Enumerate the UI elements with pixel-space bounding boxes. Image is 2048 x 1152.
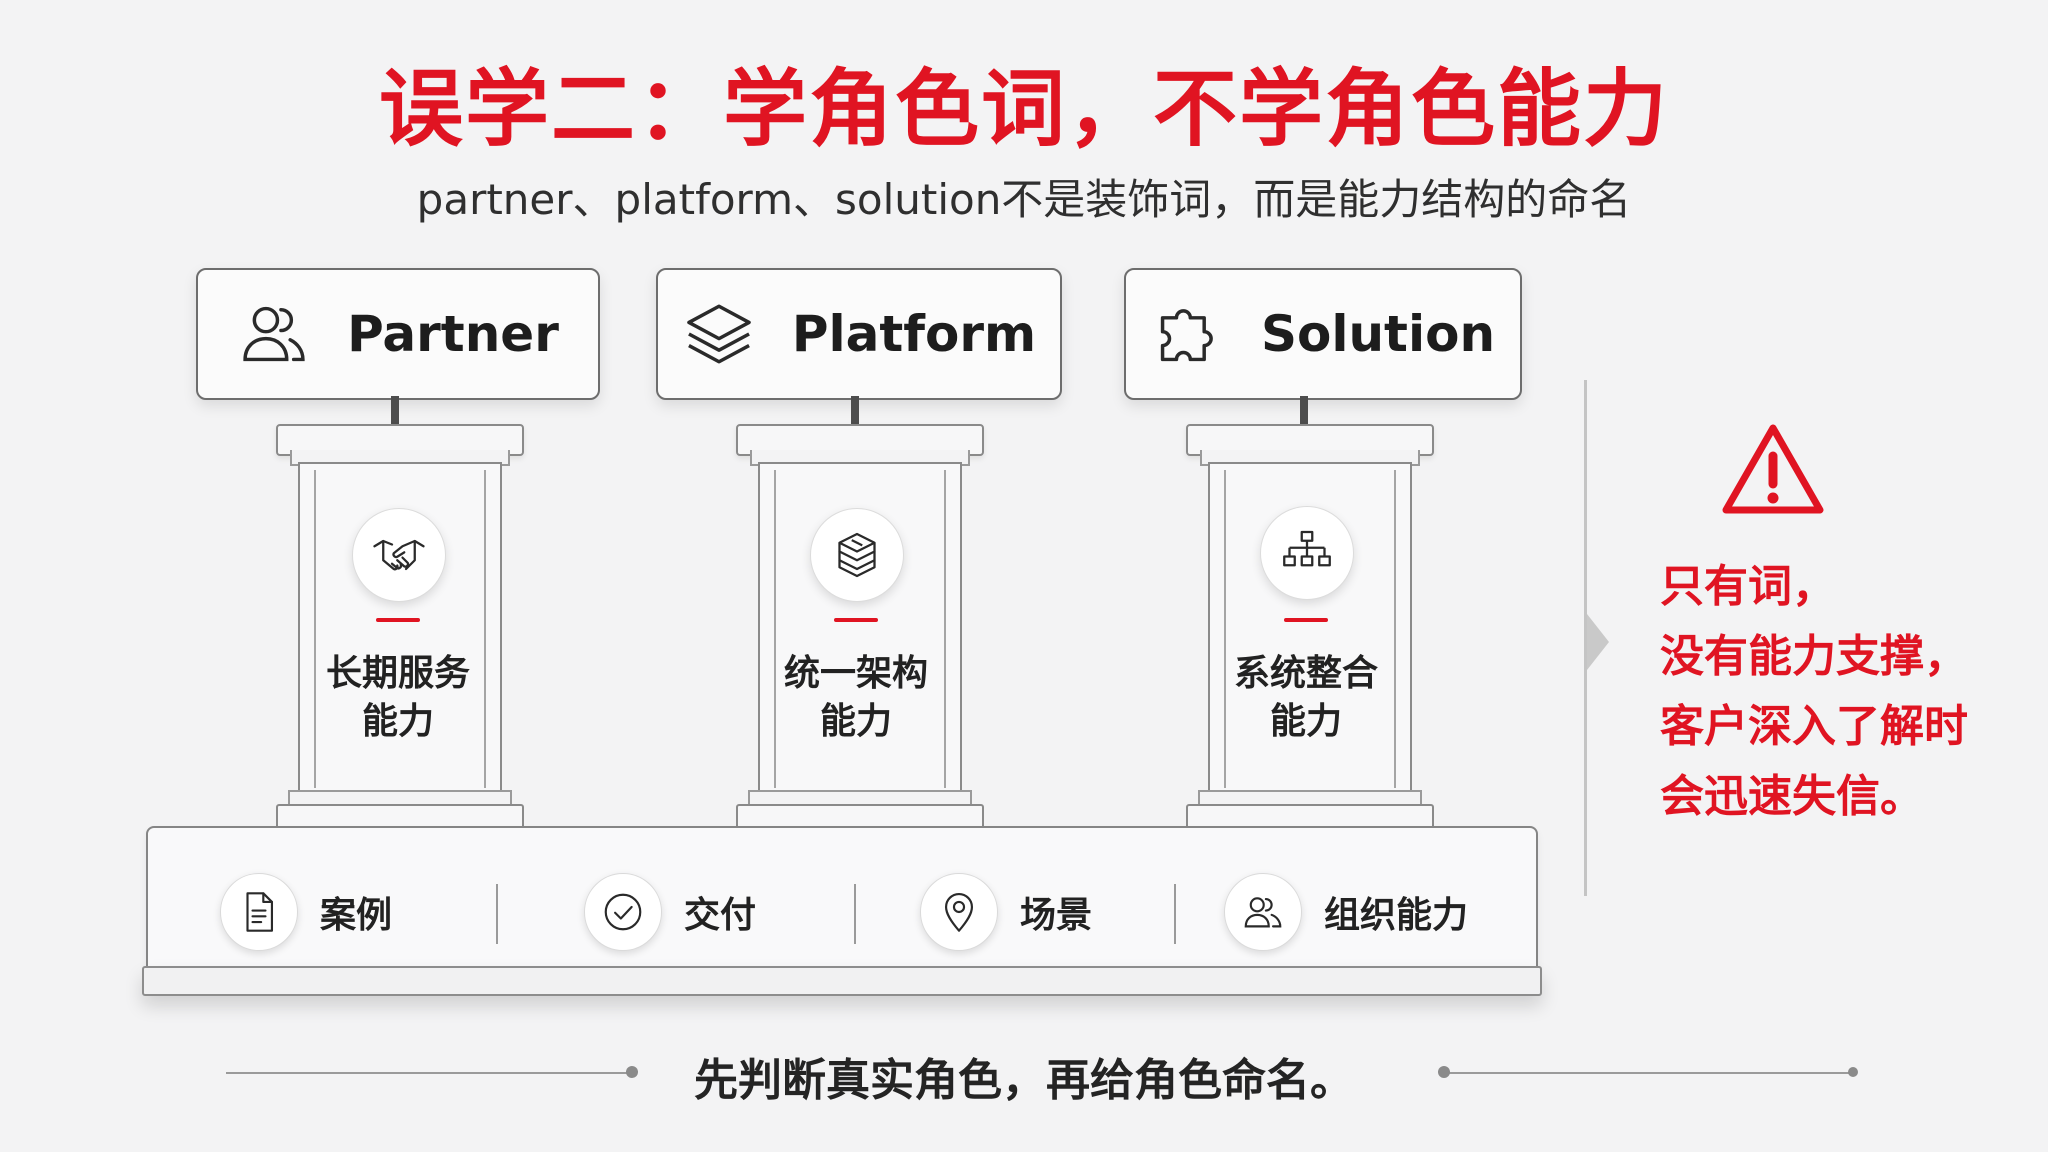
foundation-label: 案例 (320, 895, 393, 936)
page-subtitle: partner、platform、solution不是装饰词，而是能力结构的命名 (416, 175, 1632, 224)
role-card-platform: Platform (656, 268, 1062, 400)
separator-line (1584, 380, 1587, 896)
connector-stem (1300, 396, 1308, 424)
capability-line: 长期服务 (325, 653, 470, 694)
handshake-icon (352, 508, 446, 602)
connector-stem (391, 396, 399, 424)
divider (1174, 884, 1176, 944)
capability-line: 系统整合 (1233, 653, 1378, 694)
capability-label: 系统整合 能力 (1196, 650, 1416, 746)
role-label: Partner (347, 305, 559, 363)
footer-dot (626, 1066, 638, 1078)
warning-line: 客户深入了解时 (1660, 701, 1968, 752)
red-accent-dash (376, 618, 420, 622)
role-label: Solution (1260, 305, 1496, 363)
red-accent-dash (834, 618, 878, 622)
foundation-item-org-capability: 组织能力 (1224, 872, 1468, 952)
warning-line: 只有词， (1660, 561, 1836, 612)
warning-triangle-icon (1722, 424, 1824, 514)
foundation-item-scenarios: 场景 (920, 872, 1092, 952)
location-pin-icon (920, 873, 998, 951)
role-label: Platform (791, 305, 1037, 363)
foundation-plinth (142, 966, 1542, 996)
team-icon (1224, 873, 1302, 951)
foundation-label: 交付 (684, 895, 757, 936)
footer-conclusion: 先判断真实角色，再给角色命名。 (694, 1055, 1354, 1106)
footer-dot (1438, 1066, 1450, 1078)
foundation-label: 组织能力 (1324, 895, 1469, 936)
capability-line: 能力 (1269, 701, 1342, 742)
warning-message: 只有词， 没有能力支撑， 客户深入了解时 会迅速失信。 (1660, 552, 2040, 832)
stack-cube-icon (810, 508, 904, 602)
layers-icon (687, 304, 751, 364)
people-icon (243, 306, 305, 362)
foundation-item-cases: 案例 (220, 872, 392, 952)
puzzle-icon (1160, 309, 1213, 362)
warning-line: 会迅速失信。 (1660, 771, 1924, 822)
page-title: 误学二：学角色词，不学角色能力 (378, 60, 1669, 158)
red-accent-dash (1284, 618, 1328, 622)
role-card-partner: Partner (196, 268, 600, 400)
capability-line: 能力 (361, 701, 434, 742)
divider (496, 884, 498, 944)
warning-line: 没有能力支撑， (1660, 631, 1968, 682)
foundation-label: 场景 (1020, 895, 1093, 936)
capability-line: 能力 (819, 701, 892, 742)
org-chart-icon (1260, 506, 1354, 600)
foundation-item-delivery: 交付 (584, 872, 756, 952)
footer-rule-left (226, 1072, 630, 1074)
footer-dot (1848, 1067, 1858, 1077)
check-circle-icon (584, 873, 662, 951)
capability-label: 统一架构 能力 (746, 650, 966, 746)
footer-rule-right (1444, 1072, 1854, 1074)
divider (854, 884, 856, 944)
document-icon (220, 873, 298, 951)
capability-label: 长期服务 能力 (288, 650, 508, 746)
role-card-solution: Solution (1124, 268, 1522, 400)
capability-line: 统一架构 (783, 653, 928, 694)
arrow-right-icon (1587, 614, 1609, 670)
connector-stem (851, 396, 859, 424)
